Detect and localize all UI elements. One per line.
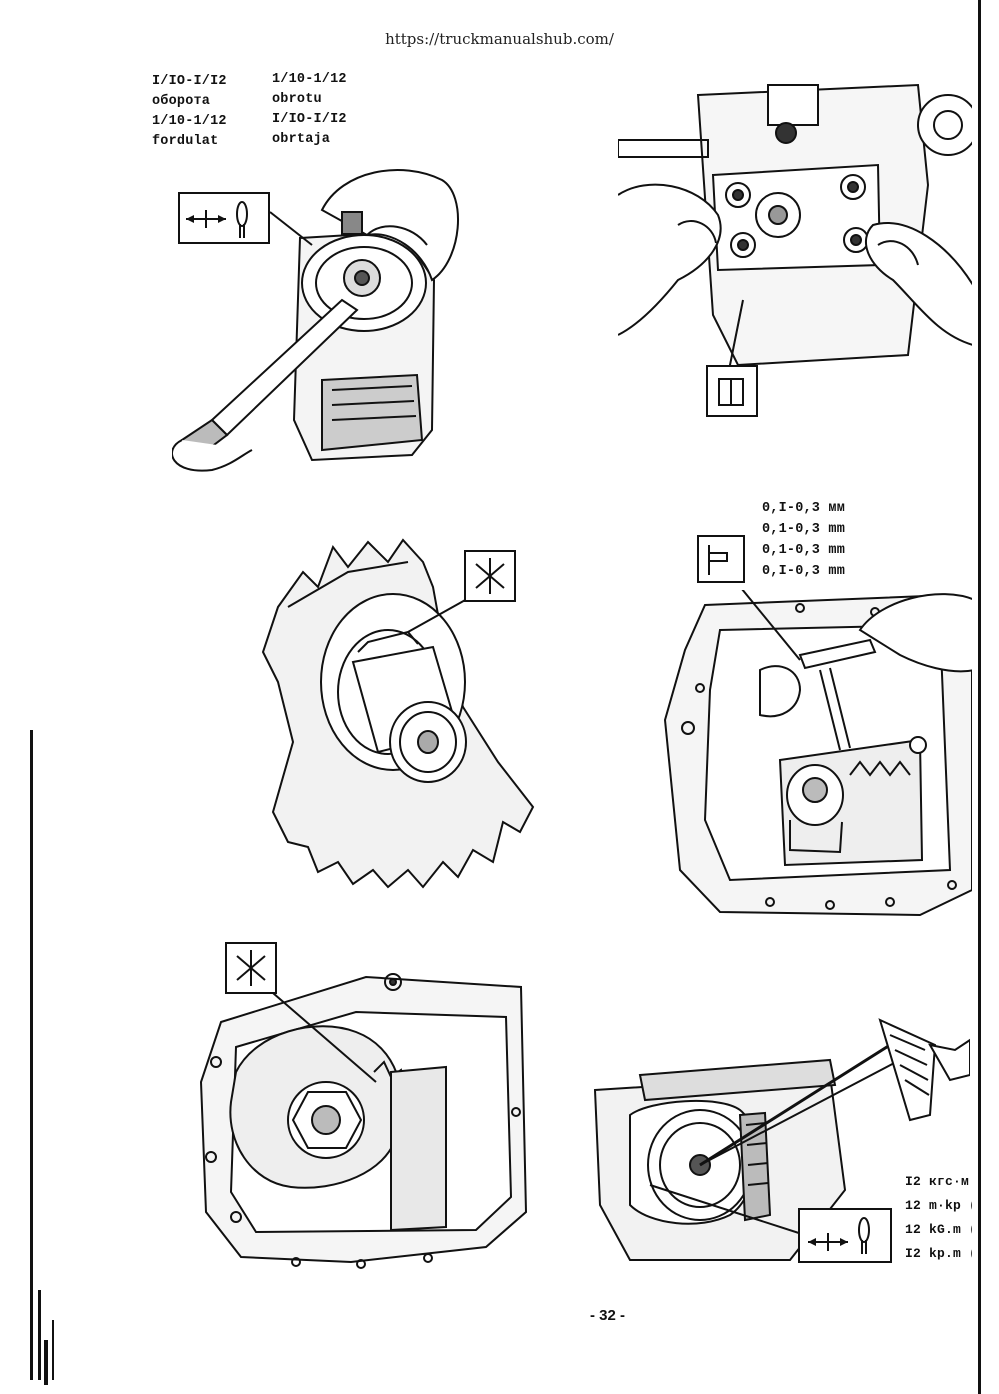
scan-artifact bbox=[30, 730, 33, 1380]
torque-wrench-icon bbox=[798, 1208, 892, 1263]
caption-line: 1/10-1/12 bbox=[272, 72, 347, 87]
caption-line: I2 kp.m (12 bbox=[905, 1246, 994, 1261]
page-number: - 32 - bbox=[590, 1307, 626, 1324]
caption-line: 1/10-1/12 bbox=[152, 114, 227, 129]
alignment-mark-icon bbox=[464, 550, 516, 602]
caption-line: obrtaja bbox=[272, 132, 331, 147]
caption-line: I2 кгс·м (I bbox=[905, 1174, 994, 1189]
figure-torque-wrench-pump bbox=[593, 1018, 970, 1261]
caption-line: I/IO-I/I2 bbox=[272, 112, 347, 127]
caption-line: 12 kG.m (1 bbox=[905, 1222, 986, 1237]
caption-line: 0,I-0,3 mm bbox=[762, 564, 846, 579]
gap-gauge-icon bbox=[706, 365, 758, 417]
caption-line: obrotu bbox=[272, 92, 322, 107]
caption-line: 0,1-0,3 mm bbox=[762, 522, 846, 537]
figure-pump-hands bbox=[618, 83, 973, 376]
caption-line: 0,I-0,3 мм bbox=[762, 501, 846, 516]
scan-artifact bbox=[38, 1290, 41, 1380]
figure-wrench-steering-box bbox=[172, 169, 459, 472]
fig6-caption: I2 кгс·м (I 12 m·kp (1 12 kG.m (1 I2 kp.… bbox=[905, 1170, 993, 1266]
alignment-mark-icon bbox=[225, 942, 277, 994]
fig4-caption: 0,I-0,3 мм 0,1-0,3 mm 0,1-0,3 mm 0,I-0,3… bbox=[762, 498, 845, 582]
figure-gear-sector bbox=[261, 538, 535, 889]
cotter-pin-icon bbox=[178, 192, 270, 244]
caption-line: оборота bbox=[152, 94, 211, 109]
caption-line: 0,1-0,3 mm bbox=[762, 543, 846, 558]
right-page-edge bbox=[972, 0, 999, 1394]
figure-feeler-gauge-housing bbox=[663, 590, 975, 917]
feeler-gauge-icon bbox=[697, 535, 745, 583]
caption-line: 12 m·kp (1 bbox=[905, 1198, 986, 1213]
fig1-caption-right: 1/10-1/12 obrotu I/IO-I/I2 obrtaja bbox=[272, 70, 347, 150]
scan-artifact bbox=[44, 1340, 48, 1385]
figure-housing-gear bbox=[199, 973, 528, 1269]
caption-line: I/IO-I/I2 bbox=[152, 74, 227, 89]
fig1-caption-left: I/IO-I/I2 оборота 1/10-1/12 fordulat bbox=[152, 72, 227, 152]
right-edge-line bbox=[978, 0, 981, 1394]
caption-line: fordulat bbox=[152, 134, 219, 149]
scan-artifact bbox=[52, 1320, 54, 1380]
page-url[interactable]: https://truckmanualshub.com/ bbox=[385, 30, 614, 48]
